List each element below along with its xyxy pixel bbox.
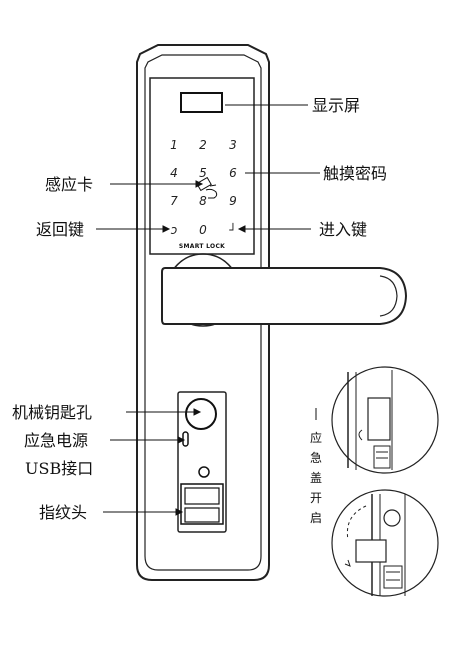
card-hand-icon — [196, 176, 218, 199]
label-usb: USB接口 — [25, 459, 93, 478]
label-touch-keypad: 触摸密码 — [323, 164, 387, 183]
usb-port — [198, 466, 210, 478]
svg-text:盖: 盖 — [310, 471, 322, 485]
lower-panel — [177, 391, 227, 533]
label-fingerprint: 指纹头 — [39, 503, 87, 522]
label-keyhole: 机械钥匙孔 — [12, 403, 92, 422]
emergency-cover-note: 应 急 盖 开 启 — [310, 408, 322, 525]
key-8[interactable]: 8 — [199, 194, 207, 208]
emergency-power-port — [182, 431, 189, 447]
key-0[interactable]: 0 — [199, 223, 207, 237]
label-card-reader: 感应卡 — [45, 175, 93, 194]
label-enter-key: 进入键 — [319, 220, 367, 239]
svg-text:急: 急 — [310, 450, 322, 465]
key-7[interactable]: 7 — [170, 194, 178, 208]
svg-text:启: 启 — [310, 511, 322, 525]
lock-body-inner — [144, 54, 262, 571]
display-screen — [180, 92, 223, 113]
key-back[interactable]: ɔ — [171, 223, 178, 237]
brand-text: SMART LOCK — [179, 243, 225, 250]
key-4[interactable]: 4 — [170, 166, 178, 180]
key-5[interactable]: 5 — [199, 166, 207, 180]
key-enter[interactable]: ┘ — [228, 222, 236, 237]
lock-body-outer — [136, 44, 270, 581]
mechanical-keyhole — [185, 398, 217, 430]
keypad: 1 2 3 4 5 6 7 8 9 ɔ 0 ┘ — [170, 138, 237, 237]
key-1[interactable]: 1 — [170, 138, 178, 152]
label-back-key: 返回键 — [36, 220, 84, 239]
leader-lines — [96, 104, 320, 516]
detail-cover-closed — [331, 366, 439, 474]
label-display: 显示屏 — [312, 96, 360, 115]
svg-text:开: 开 — [310, 491, 322, 505]
svg-text:应: 应 — [310, 430, 322, 445]
key-9[interactable]: 9 — [229, 194, 237, 208]
handle — [161, 253, 408, 327]
key-3[interactable]: 3 — [229, 138, 237, 152]
detail-cover-open — [331, 489, 439, 597]
label-emergency-power: 应急电源 — [24, 431, 88, 450]
key-6[interactable]: 6 — [229, 166, 237, 180]
fingerprint-sensor — [180, 483, 224, 525]
key-2[interactable]: 2 — [199, 138, 207, 152]
